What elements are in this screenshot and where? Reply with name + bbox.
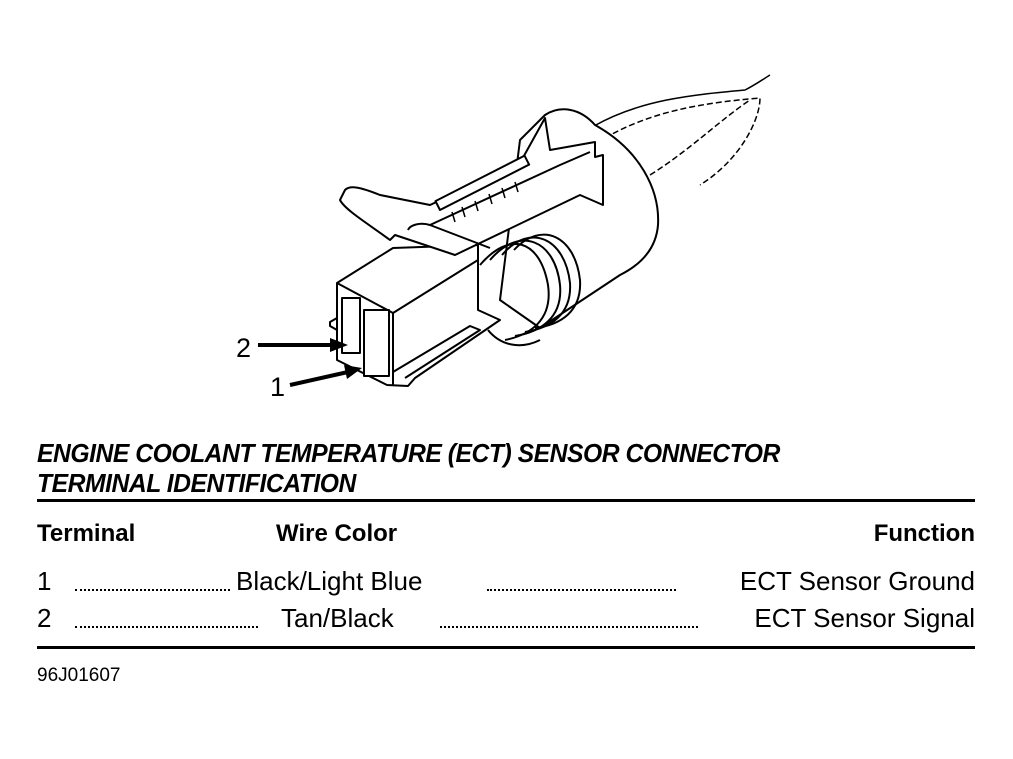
arrowhead-icon [330,338,348,352]
function: ECT Sensor Ground [739,566,975,596]
wire [604,97,761,186]
figure-title-line-2: TERMINAL IDENTIFICATION [37,468,356,498]
figure-code: 96J01607 [37,665,121,686]
dot-leader [75,623,258,628]
header-wire-color: Wire Color [276,520,398,547]
dot-leader [440,623,698,628]
bottom-divider [37,646,975,649]
arrowhead-icon [344,365,362,379]
callout-1-arrow [289,370,349,387]
wire [649,99,751,176]
connector-housing [336,244,501,387]
dot-leader [75,586,230,591]
top-divider [37,499,975,502]
terminal-cavity-2 [341,297,361,354]
function: ECT Sensor Signal [754,603,975,633]
figure-title-line-1: ENGINE COOLANT TEMPERATURE (ECT) SENSOR … [37,438,780,468]
terminal-cavity-1 [363,309,390,377]
terminal-number: 1 [37,566,52,596]
header-function: Function [873,520,975,547]
connector-illustration: 2 1 [236,74,771,402]
terminal-number: 2 [37,603,52,633]
wire-color: Tan/Black [281,603,394,633]
wire-color: Black/Light Blue [236,566,423,596]
wire [593,74,771,127]
callout-2-label: 2 [236,333,251,363]
latch-ribs [451,181,519,223]
callout-1-label: 1 [270,372,285,402]
seal-rings [479,233,582,347]
latch-window [434,154,531,211]
dot-leader [487,586,676,591]
header-terminal: Terminal [37,520,136,547]
